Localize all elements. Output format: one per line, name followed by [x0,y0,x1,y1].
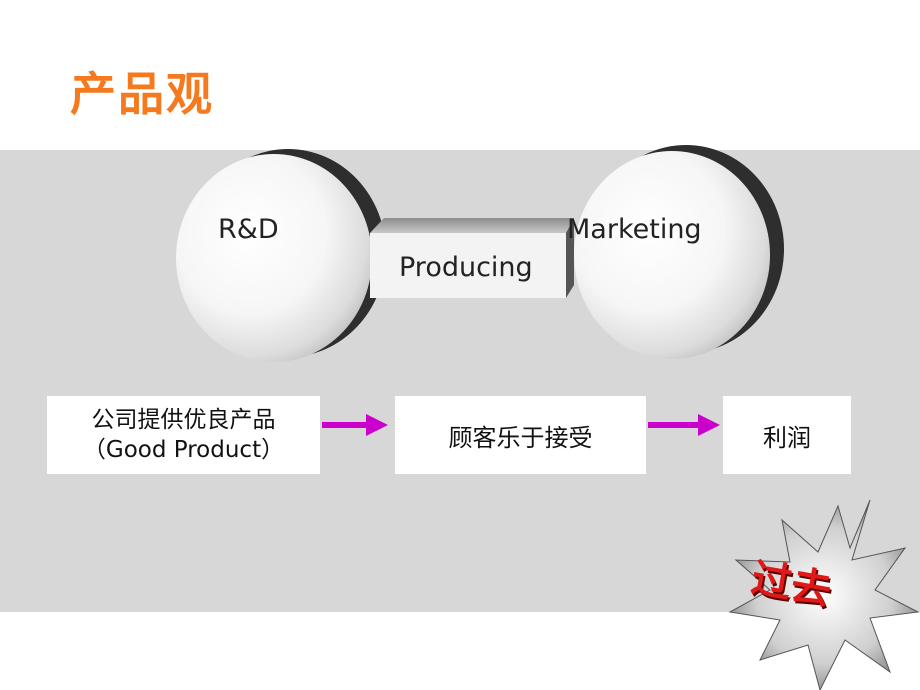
burst-badge [728,499,920,690]
slide-title: 产品观 [70,67,214,121]
producing-bar-top [370,218,574,233]
step1-line1: 公司提供优良产品 [91,407,276,433]
step3-text: 利润 [763,423,811,452]
producing-bar-side [566,218,574,298]
flow-step-customer-accept: 顾客乐于接受 [395,396,646,474]
step1-line2: （Good Product） [82,437,285,463]
rd-circle [176,154,372,362]
marketing-circle [574,151,770,359]
arrow-2 [648,414,720,436]
step2-text: 顾客乐于接受 [448,423,593,452]
producing-label: Producing [399,252,533,283]
producing-bar [370,233,566,298]
flow-step-good-product: 公司提供优良产品 （Good Product） [47,396,320,474]
rd-label: R&D [218,214,279,245]
arrow-1 [322,414,388,436]
marketing-label: Marketing [567,214,702,245]
flow-step-profit: 利润 [723,396,851,474]
